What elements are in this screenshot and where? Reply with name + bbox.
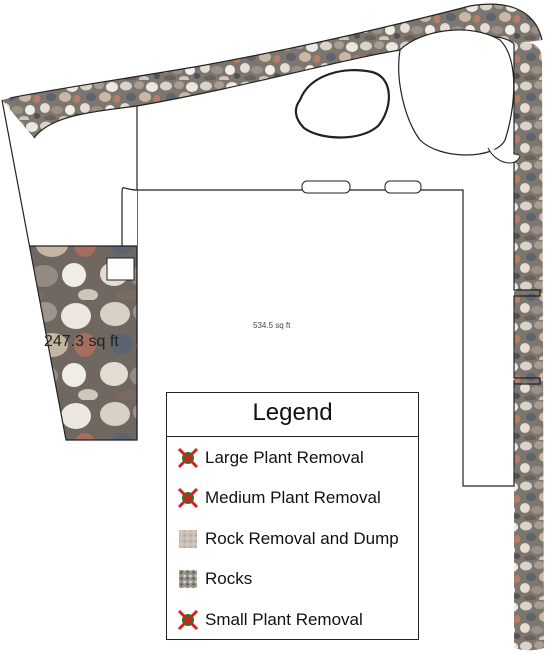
step-right: [384, 180, 422, 194]
legend-label: Rocks: [205, 569, 253, 588]
left-rock-area: [30, 246, 137, 440]
legend-item-large-plant-removal: Large Plant Removal: [177, 446, 364, 470]
small-square: [106, 257, 135, 281]
legend-item-rocks: Rocks: [177, 567, 252, 591]
rock-removal-swatch: [179, 530, 197, 548]
legend-box: Legend Large Plant Removal Medium Plant …: [166, 392, 419, 640]
legend-divider: [167, 436, 418, 437]
left-area-label: 247.3 sq ft: [44, 333, 119, 350]
pond-inner: [294, 69, 390, 139]
top-rock-border: [2, 4, 542, 138]
legend-label: Small Plant Removal: [205, 610, 363, 629]
legend-item-small-plant-removal: Small Plant Removal: [177, 608, 363, 632]
legend-label: Medium Plant Removal: [205, 488, 381, 507]
plant-removal-icon: [177, 447, 199, 469]
legend-item-rock-removal: Rock Removal and Dump: [177, 527, 399, 551]
small-post: [121, 187, 138, 247]
legend-item-medium-plant-removal: Medium Plant Removal: [177, 486, 381, 510]
rocks-swatch: [179, 570, 197, 588]
fountain-lip: [487, 147, 521, 164]
plant-removal-icon: [177, 487, 199, 509]
step-left: [301, 180, 351, 194]
patio-area-label: 534.5 sq ft: [253, 321, 291, 330]
legend-label: Rock Removal and Dump: [205, 529, 399, 548]
legend-title: Legend: [252, 399, 333, 426]
pond-outer: [398, 29, 515, 156]
right-rock-border: [514, 42, 544, 651]
right-walkway-edge: [513, 44, 541, 385]
plant-removal-icon: [177, 609, 199, 631]
legend-label: Large Plant Removal: [205, 448, 364, 467]
inner-top-edge: [9, 3, 543, 99]
